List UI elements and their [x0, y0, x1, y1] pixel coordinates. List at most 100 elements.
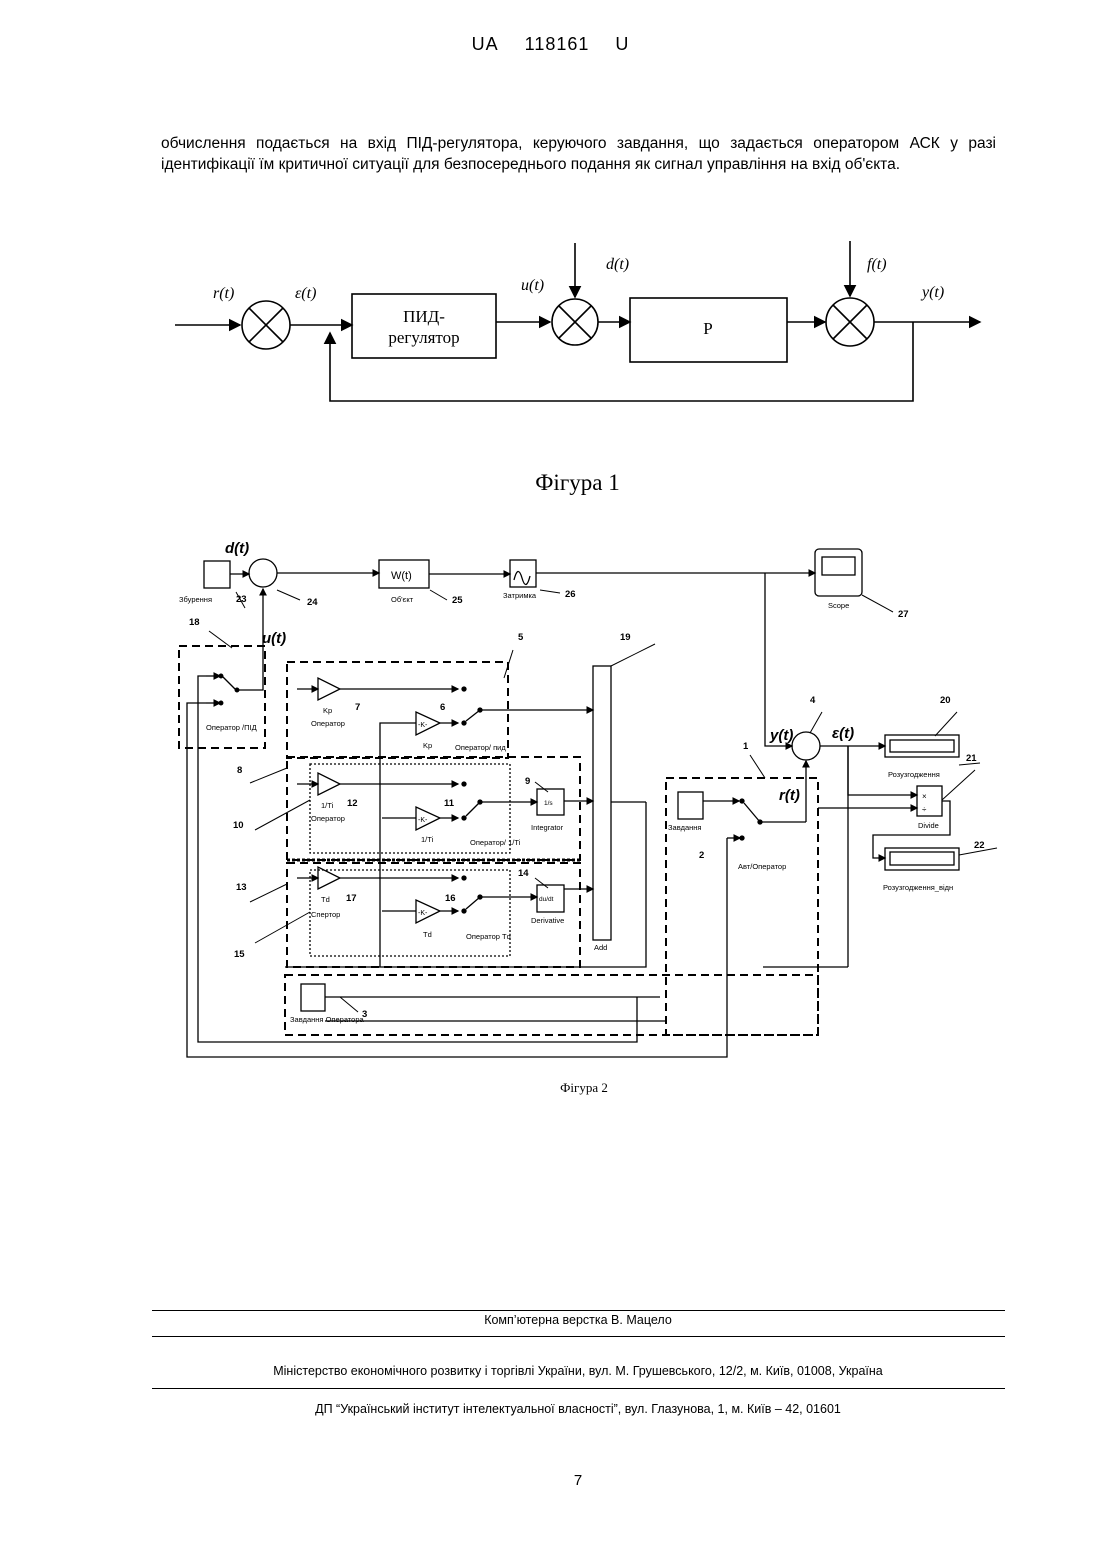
label-f: f(t) — [867, 256, 887, 273]
svg-text:4: 4 — [810, 695, 816, 706]
lbl-add: Add — [594, 943, 607, 952]
gain-td — [318, 867, 340, 889]
box-3 — [285, 975, 818, 1035]
lbl-times: × — [922, 792, 927, 801]
delay-block — [510, 560, 536, 587]
page-number: 7 — [0, 1472, 1101, 1489]
footer-rule-3 — [152, 1388, 1005, 1389]
sig-eps: ε(t) — [832, 725, 854, 742]
lbl-kp-op: Оператор — [311, 719, 345, 728]
lbl-mismatch: Розузгодження — [888, 770, 940, 779]
gain-ti — [318, 773, 340, 795]
lbl-sw-d: Оператор Td — [466, 932, 511, 941]
svg-text:13: 13 — [236, 882, 247, 893]
box-18 — [179, 646, 265, 748]
lbl-task: Завдання — [668, 823, 702, 832]
lbl-integrator: Integrator — [531, 823, 564, 832]
lbl-div: ÷ — [922, 805, 927, 814]
lbl-td-op: Спертор — [311, 910, 340, 919]
sig-u: u(t) — [262, 630, 286, 647]
svg-text:25: 25 — [452, 595, 463, 606]
lbl-ti-2: 1/Ti — [421, 835, 434, 844]
add-block — [593, 666, 611, 940]
sum-junction-1 — [242, 301, 290, 349]
lbl-ti: 1/Ti — [321, 801, 334, 810]
pid-line2: регулятор — [388, 328, 459, 347]
figure2-ref-numbers: 1 2 3 4 5 6 7 8 9 10 11 12 13 14 15 16 1… — [189, 589, 985, 1020]
lbl-sw-p: Оператор/ пид — [455, 743, 506, 752]
svg-text:3: 3 — [362, 1009, 367, 1020]
svg-text:8: 8 — [237, 765, 242, 776]
figure1-labels: r(t) ε(t) u(t) d(t) f(t) y(t) — [213, 256, 944, 302]
lbl-der-sym: du/dt — [539, 896, 554, 903]
task-op-block — [301, 984, 325, 1011]
label-u: u(t) — [521, 277, 544, 294]
svg-text:18: 18 — [189, 617, 200, 628]
lbl-gain-1: -K- — [418, 722, 428, 729]
svg-text:16: 16 — [445, 893, 456, 904]
lbl-gain-2: -K- — [418, 817, 428, 824]
footer-rule-1 — [152, 1310, 1005, 1311]
lbl-kp-2: Kp — [423, 741, 432, 750]
disturb-block — [204, 561, 230, 588]
lbl-td: Td — [321, 895, 330, 904]
figure2-diagram — [179, 549, 997, 1057]
pid-line1: ПИД- — [403, 307, 445, 326]
svg-text:10: 10 — [233, 820, 244, 831]
svg-text:22: 22 — [974, 840, 985, 851]
divide-block — [917, 786, 942, 816]
sig-r: r(t) — [779, 787, 800, 804]
svg-text:17: 17 — [346, 893, 357, 904]
label-eps: ε(t) — [295, 285, 316, 302]
lbl-op-pid: Оператор /ПІД — [206, 723, 257, 732]
lbl-kp: Kp — [323, 706, 332, 715]
footer-line-1: Комп’ютерна верстка В. Мацело — [0, 1313, 1101, 1327]
svg-text:6: 6 — [440, 702, 445, 713]
figure1-diagram — [175, 241, 980, 401]
display-mismatch — [885, 735, 959, 757]
footer-line-3: ДП “Український інститут інтелектуальної… — [0, 1402, 1101, 1416]
lbl-ti-op: Оператор — [311, 814, 345, 823]
svg-text:11: 11 — [444, 798, 455, 809]
svg-text:2: 2 — [699, 850, 704, 861]
display-mismatch-rel — [885, 848, 959, 870]
svg-text:27: 27 — [898, 609, 909, 620]
label-d: d(t) — [606, 256, 629, 273]
lbl-mismatch-rel: Розузгодження_відн — [883, 883, 953, 892]
svg-text:12: 12 — [347, 798, 358, 809]
svg-text:21: 21 — [966, 753, 977, 764]
lbl-divide: Divide — [918, 821, 939, 830]
box-1 — [666, 778, 818, 1035]
lbl-int-sym: 1/s — [544, 800, 553, 807]
lbl-task-op: Завдання Оператора — [290, 1015, 365, 1024]
svg-text:15: 15 — [234, 949, 245, 960]
task-block — [678, 792, 703, 819]
svg-text:26: 26 — [565, 589, 576, 600]
sig-y: y(t) — [769, 727, 793, 744]
svg-text:20: 20 — [940, 695, 951, 706]
lbl-delay: Затримка — [503, 591, 537, 600]
svg-text:14: 14 — [518, 868, 529, 879]
lbl-scope: Scope — [828, 601, 849, 610]
svg-text:5: 5 — [518, 632, 524, 643]
label-y: y(t) — [920, 284, 944, 301]
label-r: r(t) — [213, 285, 234, 302]
svg-text:23: 23 — [236, 594, 247, 605]
footer-line-2: Міністерство економічного розвитку і тор… — [0, 1364, 1101, 1378]
lbl-wt: W(t) — [391, 570, 412, 582]
sum-junction-3 — [826, 298, 874, 346]
figure2-block-labels: Збурення W(t) Об'єкт Затримка Scope Опер… — [179, 570, 953, 1024]
pid-block — [352, 294, 496, 358]
lbl-sw-i: Оператор/ 1/Ti — [470, 838, 521, 847]
sig-d: d(t) — [225, 540, 249, 557]
lbl-object: Об'єкт — [391, 595, 414, 604]
plant-label: P — [703, 319, 712, 338]
lbl-auto-op: Авт/Оператор — [738, 862, 786, 871]
figure1-blocktext: ПИД- регулятор P — [388, 307, 712, 347]
figure1-caption: Фігура 1 — [0, 470, 1101, 496]
svg-text:19: 19 — [620, 632, 631, 643]
sum-junction-2 — [552, 299, 598, 345]
figure2-caption: Фігура 2 — [0, 1080, 1101, 1096]
lbl-gain-3: -K- — [418, 910, 428, 917]
svg-text:9: 9 — [525, 776, 530, 787]
